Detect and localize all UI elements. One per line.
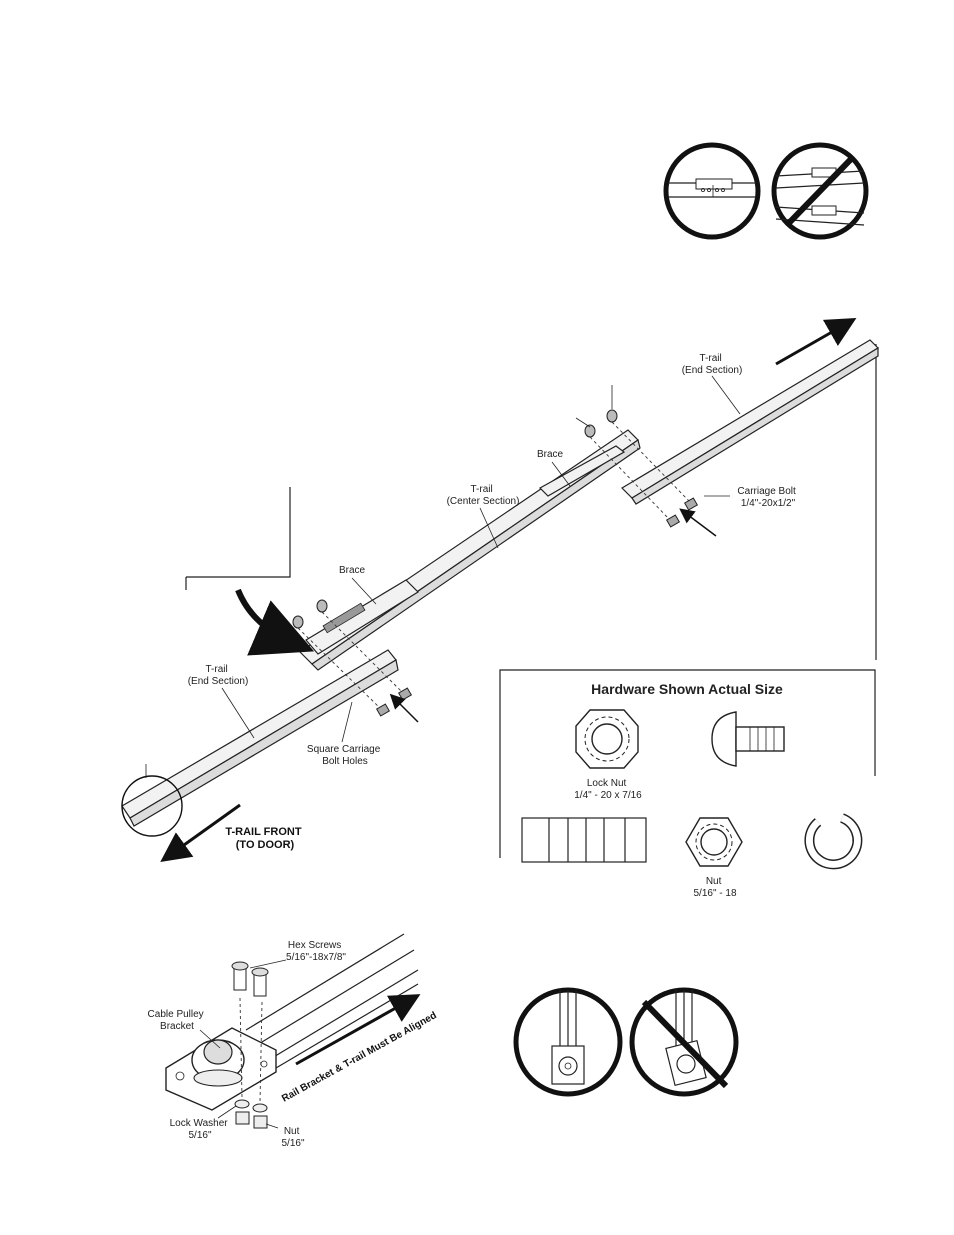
rail-assembly-illustration bbox=[121, 318, 879, 862]
lock-nut-label: Lock Nut 1/4" - 20 x 7/16 bbox=[574, 778, 642, 801]
square-holes-label: Square Carriage Bolt Holes bbox=[307, 744, 383, 767]
t-rail-front-label: T-RAIL FRONT (TO DOOR) bbox=[225, 826, 304, 851]
lock-washer-label: Lock Washer 5/16" bbox=[170, 1118, 231, 1141]
brace-top-label: Brace bbox=[537, 449, 564, 460]
hex-screws-label: Hex Screws 5/16"-18x7/8" bbox=[286, 940, 346, 963]
carriage-bolt-label: Carriage Bolt 1/4"-20x1/2" bbox=[737, 486, 798, 509]
incorrect-pulley-alignment-icon bbox=[629, 987, 739, 1097]
lock-washer-icon bbox=[804, 813, 863, 870]
t-rail-end-right-label: T-rail (End Section) bbox=[682, 353, 743, 376]
hardware-panel bbox=[499, 669, 876, 858]
t-rail-end-left-label: T-rail (End Section) bbox=[188, 664, 249, 687]
alignment-note: Rail Bracket & T-rail Must Be Aligned bbox=[280, 1010, 439, 1105]
t-rail-center-label: T-rail (Center Section) bbox=[447, 484, 520, 507]
carriage-bolt-icon bbox=[711, 711, 785, 767]
hardware-title: Hardware Shown Actual Size bbox=[591, 681, 783, 697]
correct-rail-joint-icon bbox=[663, 142, 761, 240]
brace-lower-label: Brace bbox=[339, 565, 366, 576]
incorrect-rail-joint-icon bbox=[771, 142, 869, 240]
pulley-bracket-illustration bbox=[165, 933, 421, 1129]
ruler-icon bbox=[521, 817, 647, 863]
correct-pulley-alignment-icon bbox=[513, 987, 623, 1097]
hex-nut-icon bbox=[685, 817, 743, 867]
nut-label: Nut 5/16" - 18 bbox=[693, 876, 736, 899]
cable-pulley-bracket-label: Cable Pulley Bracket bbox=[148, 1009, 207, 1032]
lock-nut-icon bbox=[575, 709, 639, 769]
pulley-nut-label: Nut 5/16" bbox=[281, 1126, 304, 1149]
